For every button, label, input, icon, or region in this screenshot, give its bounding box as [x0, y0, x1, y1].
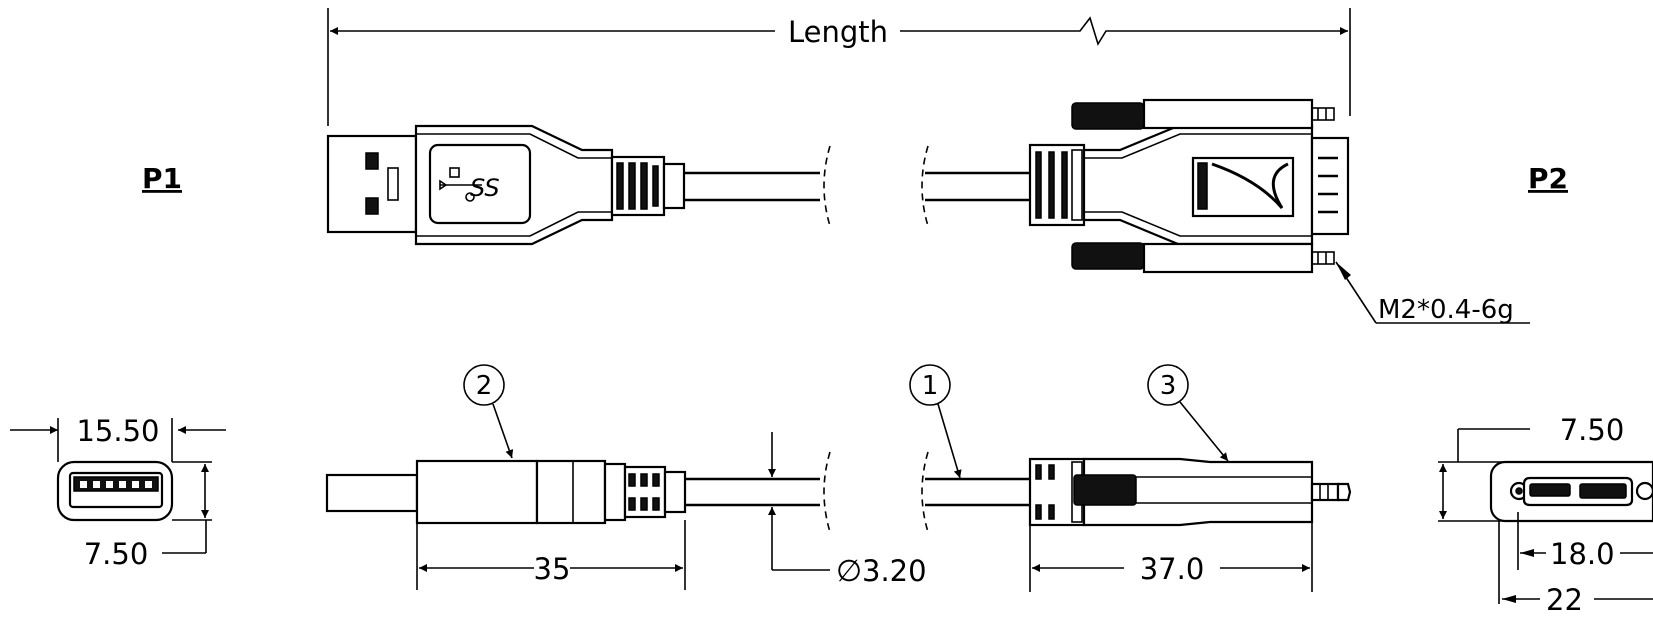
p1-height-label: 7.50 — [84, 537, 149, 571]
thread-spec-label: M2*0.4-6g — [1378, 295, 1514, 325]
p2-inner-width-label: 18.0 — [1550, 537, 1615, 571]
p1-label: P1 — [142, 162, 182, 195]
callout-2: 2 — [463, 364, 514, 459]
p1-overmold-dimension: 35 — [416, 520, 686, 590]
callout-3-number: 3 — [1160, 371, 1177, 401]
p1-usb-a-connector-top: SS — [326, 124, 831, 246]
p2-strain-relief — [1028, 143, 1086, 227]
p2-thumbscrew-top — [1071, 98, 1335, 130]
p2-overmold-dimension: 37.0 — [1029, 522, 1313, 592]
p2-thumbscrew-bottom — [1071, 242, 1335, 274]
p1-overmold-label: 35 — [534, 552, 571, 586]
callout-1-number: 1 — [922, 371, 939, 401]
p2-micro-b-connector-top — [921, 98, 1350, 274]
p2-outer-width-label: 22 — [1546, 583, 1583, 617]
p1-cable-top — [684, 145, 831, 227]
p1-width-label: 15.50 — [76, 414, 159, 448]
thread-callout: M2*0.4-6g — [1335, 261, 1530, 325]
cable-diameter-dimension: ∅ 3.20 — [740, 432, 927, 589]
diameter-symbol: ∅ — [836, 554, 862, 589]
superspeed-usb-logo-icon: SS — [439, 167, 500, 202]
p2-overmold-label: 37.0 — [1140, 552, 1205, 586]
superspeed-logo-text: SS — [470, 174, 500, 202]
p2-side-view — [921, 451, 1352, 533]
p2-cable-top — [921, 145, 1030, 227]
p1-side-view — [325, 451, 831, 533]
length-dimension: Length — [327, 8, 1351, 126]
callout-1: 1 — [909, 364, 962, 479]
cable-diameter-label: 3.20 — [862, 554, 927, 588]
p2-end-view: 7.50 18.0 22 — [1438, 413, 1653, 617]
p1-end-view: 15.50 7.50 — [10, 414, 226, 571]
p2-height-label: 7.50 — [1560, 413, 1625, 447]
length-label: Length — [788, 15, 888, 49]
p2-label: P2 — [1528, 162, 1568, 195]
callout-2-number: 2 — [476, 371, 493, 401]
brand-logo-icon — [1191, 156, 1295, 218]
p1-strain-relief — [610, 155, 686, 217]
callout-3: 3 — [1147, 364, 1229, 462]
